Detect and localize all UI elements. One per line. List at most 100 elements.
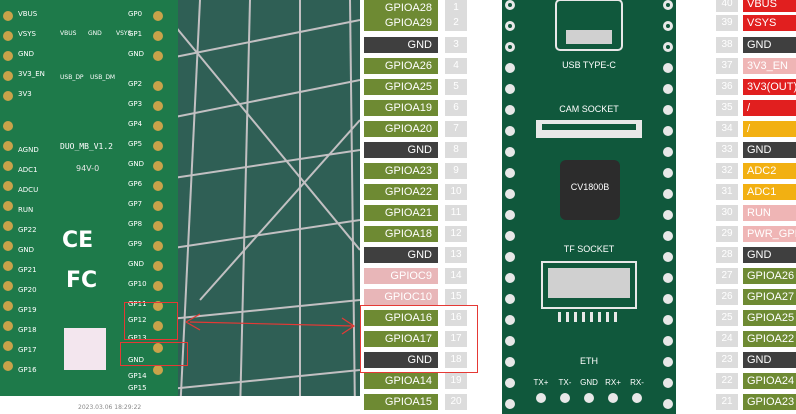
pin-label: GPIOC10: [364, 289, 438, 305]
photo-label: GP6: [128, 180, 143, 188]
pin-number: 29: [716, 226, 738, 242]
pin-number: 18: [445, 352, 467, 368]
pin-number: 24: [716, 331, 738, 347]
highlight-gnd: [120, 342, 188, 366]
photo-label: GND: [18, 246, 35, 254]
photo-label: GP11: [128, 300, 147, 308]
photo-label: 3V3_EN: [18, 70, 45, 78]
photo-label: GP15: [128, 384, 147, 392]
pcb-rating: 94V-0: [76, 164, 100, 173]
photo-label: VSYS: [116, 30, 132, 37]
eth-pin-label: RX+: [605, 378, 621, 387]
pin-label: /: [743, 100, 796, 116]
eth-pin-label: TX-: [558, 378, 572, 387]
photo-label: GP0: [128, 10, 143, 18]
pin-number: 11: [445, 205, 467, 221]
pin-number: 6: [445, 100, 467, 116]
board-diagram: USB TYPE-C CAM SOCKET CV1800B TF SOCKET …: [502, 0, 676, 414]
pin-number: 35: [716, 100, 738, 116]
pin-label: GND: [364, 142, 438, 158]
pin-label: GPIOA29: [364, 15, 438, 31]
pin-label: VBUS: [743, 0, 796, 12]
fcc-mark: FC: [66, 268, 98, 293]
pin-label: GPIOA25: [743, 310, 796, 326]
pin-label: GPIOA27: [743, 289, 796, 305]
pin-label: GPIOA18: [364, 226, 438, 242]
photo-label: GP9: [128, 240, 143, 248]
photo-label: USB_DP: [60, 74, 84, 81]
pin-label: GPIOA20: [364, 121, 438, 137]
pin-label: GND: [364, 37, 438, 53]
pin-label: GPIOA22: [743, 331, 796, 347]
pin-number: 15: [445, 289, 467, 305]
pin-label: GND: [743, 37, 796, 53]
pin-label: 3V3(OUT): [743, 79, 796, 95]
pin-label: GPIOA25: [364, 79, 438, 95]
photo-label: GP22: [18, 226, 37, 234]
pin-label: GPIOA23: [364, 163, 438, 179]
pin-number: 26: [716, 289, 738, 305]
photo-label: GND: [128, 356, 145, 364]
pin-number: 34: [716, 121, 738, 137]
pin-label: GND: [364, 352, 438, 368]
tf-label: TF SOCKET: [563, 244, 615, 254]
pin-number: 1: [445, 0, 467, 16]
photo-label: GP3: [128, 100, 143, 108]
photo-label: AGND: [18, 146, 39, 154]
pin-label: GPIOA19: [364, 100, 438, 116]
pin-number: 39: [716, 15, 738, 31]
photo-label: GND: [128, 160, 145, 168]
pin-number: 33: [716, 142, 738, 158]
connector-arrow: [185, 313, 356, 335]
pin-number: 23: [716, 352, 738, 368]
pin-number: 20: [445, 394, 467, 410]
photo-label: GND: [88, 30, 102, 37]
photo-label: GP10: [128, 280, 147, 288]
pin-number: 5: [445, 79, 467, 95]
pin-number: 7: [445, 121, 467, 137]
pin-label: ADC1: [743, 184, 796, 200]
photo-label: GP20: [18, 286, 37, 294]
photo-label: 3V3: [18, 90, 32, 98]
pin-number: 30: [716, 205, 738, 221]
photo-label: GND: [128, 50, 145, 58]
board-photo-drawing: [0, 0, 360, 414]
pin-number: 36: [716, 79, 738, 95]
pin-number: 4: [445, 58, 467, 74]
highlight-table-16-18: [360, 305, 478, 373]
pin-number: 32: [716, 163, 738, 179]
pin-number: 38: [716, 37, 738, 53]
photo-label: GP5: [128, 140, 143, 148]
photo-label: GP8: [128, 220, 143, 228]
pin-label: 3V3_EN: [743, 58, 796, 74]
photo-label: GP4: [128, 120, 143, 128]
eth-pin-label: GND: [580, 378, 598, 387]
pin-number: 19: [445, 373, 467, 389]
pin-label: GND: [743, 352, 796, 368]
pin-number: 16: [445, 310, 467, 326]
ce-mark: CE: [62, 228, 94, 253]
photo-label: GP18: [18, 326, 37, 334]
cam-label: CAM SOCKET: [559, 104, 619, 114]
photo-label: GP14: [128, 372, 147, 380]
pin-number: 37: [716, 58, 738, 74]
chip-label: CV1800B: [570, 182, 610, 192]
photo-label: VBUS: [18, 10, 38, 18]
photo-label: GND: [128, 260, 145, 268]
photo-label: GP1: [128, 30, 143, 38]
photo-label: GP19: [18, 306, 37, 314]
pin-label: GPIOA23: [743, 394, 796, 410]
pin-label: VSYS: [743, 15, 796, 31]
pin-number: 3: [445, 37, 467, 53]
photo-label: USB_DM: [90, 74, 116, 81]
pin-label: GPIOA21: [364, 205, 438, 221]
pin-label: GPIOC9: [364, 268, 438, 284]
pin-label: GND: [743, 247, 796, 263]
eth-pin-label: TX+: [533, 378, 549, 387]
pin-number: 9: [445, 163, 467, 179]
usb-label: USB TYPE-C: [562, 60, 616, 70]
pin-number: 10: [445, 184, 467, 200]
pin-number: 28: [716, 247, 738, 263]
photo-label: VSYS: [18, 30, 36, 38]
photo-label: GP17: [18, 346, 37, 354]
